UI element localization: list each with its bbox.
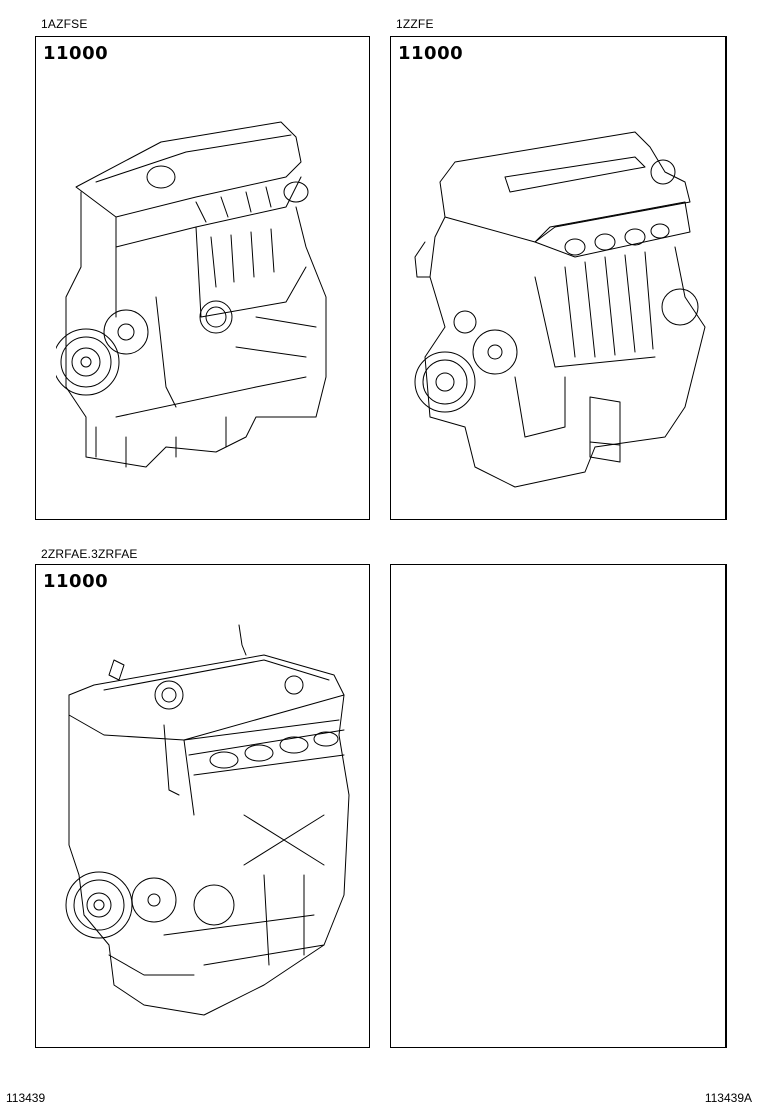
panel-caption-1azfse: 1AZFSE (41, 17, 88, 31)
panel-caption-1zzfe: 1ZZFE (396, 17, 434, 31)
engine-2zrfae-3zrfae-illustration-icon[interactable] (64, 615, 354, 1025)
part-number[interactable]: 11000 (43, 571, 109, 592)
engine-1zzfe-illustration-icon[interactable] (405, 127, 715, 507)
figure-code-left: 113439 (6, 1091, 46, 1105)
part-number[interactable]: 11000 (398, 43, 464, 64)
panel-1azfse[interactable]: 11000 (35, 36, 370, 520)
panel-2zrfae-3zrfae[interactable]: 11000 (35, 564, 370, 1048)
panel-caption-2zrfae-3zrfae: 2ZRFAE.3ZRFAE (41, 547, 138, 561)
panel-empty (390, 564, 727, 1048)
figure-code-right: 113439A (704, 1091, 752, 1105)
engine-1azfse-illustration-icon[interactable] (56, 117, 346, 477)
panel-1zzfe[interactable]: 11000 (390, 36, 727, 520)
part-number[interactable]: 11000 (43, 43, 109, 64)
